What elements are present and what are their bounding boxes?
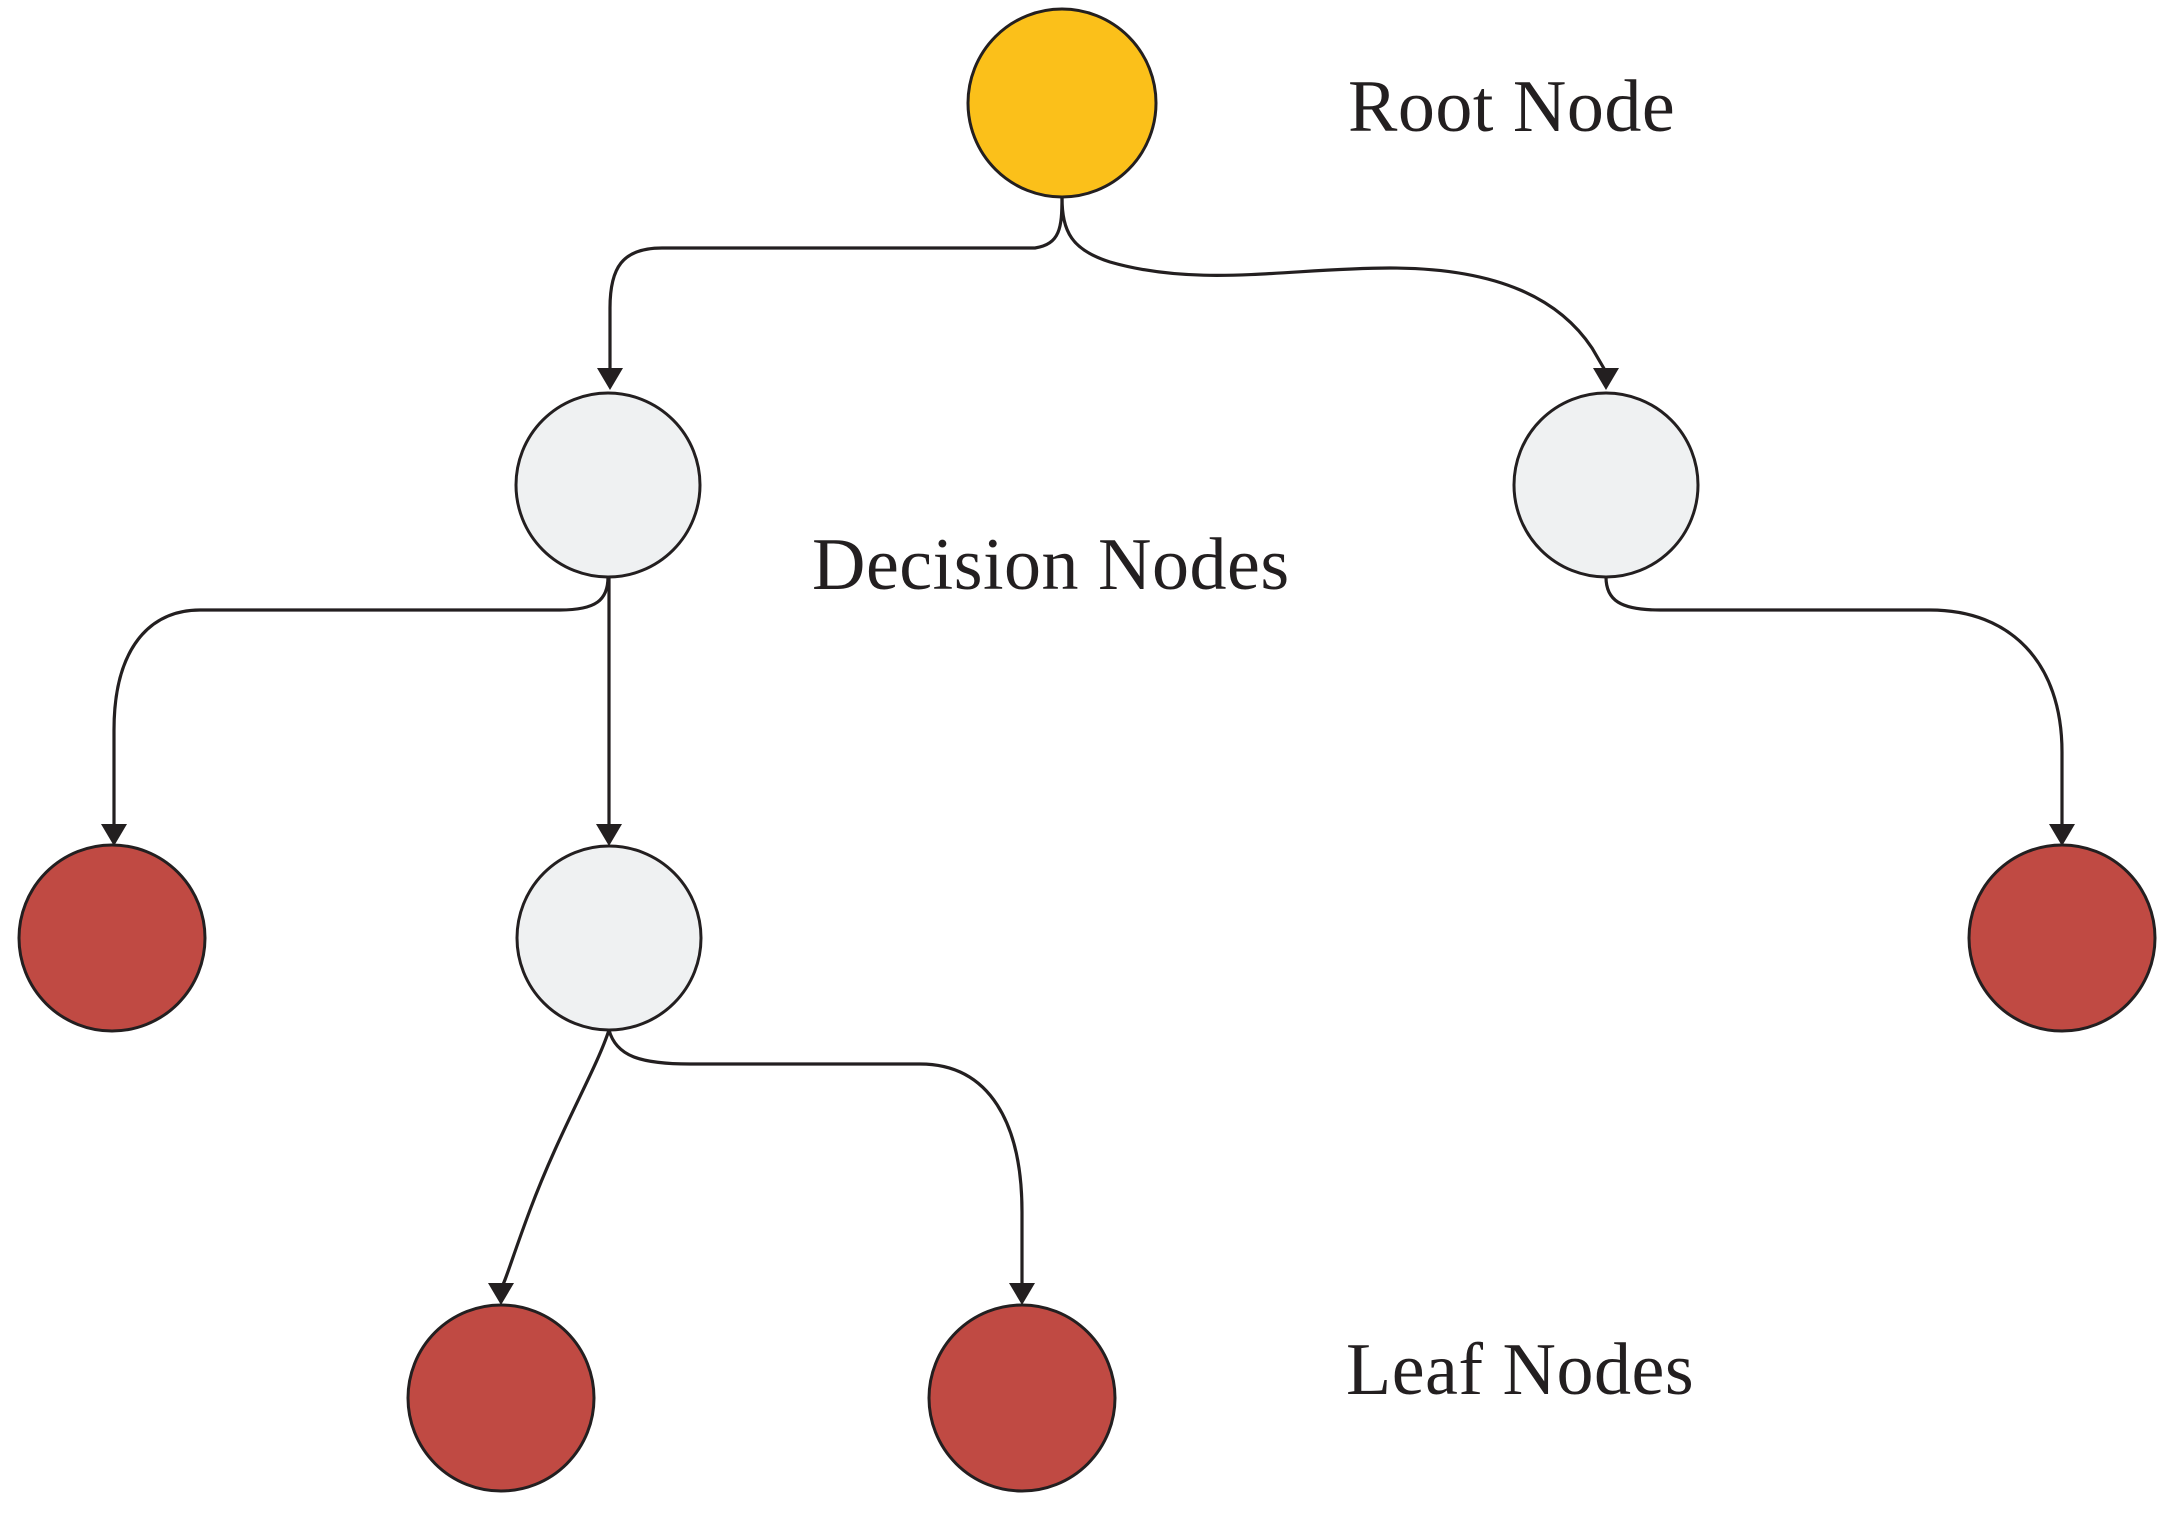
arrowhead-decision-left (597, 368, 623, 390)
edge-layer (112, 196, 2064, 1290)
edge-middle-to-leaf-bottom-left (499, 1029, 611, 1290)
decision-node-right[interactable] (1512, 391, 1700, 579)
edge-root-to-decision-left (608, 196, 1064, 372)
arrowhead-layer (101, 368, 2075, 1305)
edge-root-to-decision-right (1060, 196, 1608, 373)
arrowhead-decision-right (1593, 368, 1619, 390)
leaf-node-far-right[interactable] (1967, 843, 2157, 1033)
leaf-node-bottom-left[interactable] (406, 1303, 596, 1493)
arrowhead-leaf-far-right (2049, 824, 2075, 846)
edge-decision-left-to-leaf (112, 576, 610, 826)
root-node[interactable] (966, 7, 1158, 199)
decision-nodes-label: Decision Nodes (812, 524, 1290, 606)
leaf-node-bottom-right[interactable] (927, 1303, 1117, 1493)
arrowhead-leaf-bottom-right (1009, 1283, 1035, 1305)
decision-node-left[interactable] (514, 391, 702, 579)
edge-middle-to-leaf-bottom-right (607, 1029, 1024, 1288)
arrowhead-leaf-bottom-left (488, 1283, 514, 1305)
root-node-label: Root Node (1348, 66, 1676, 148)
arrowhead-leaf-far-left (101, 824, 127, 846)
arrowhead-decision-middle (596, 824, 622, 846)
edge-decision-right-to-leaf (1604, 576, 2064, 826)
node-layer (17, 7, 2157, 1493)
leaf-nodes-label: Leaf Nodes (1346, 1329, 1695, 1411)
decision-node-middle[interactable] (515, 844, 703, 1032)
leaf-node-far-left[interactable] (17, 843, 207, 1033)
